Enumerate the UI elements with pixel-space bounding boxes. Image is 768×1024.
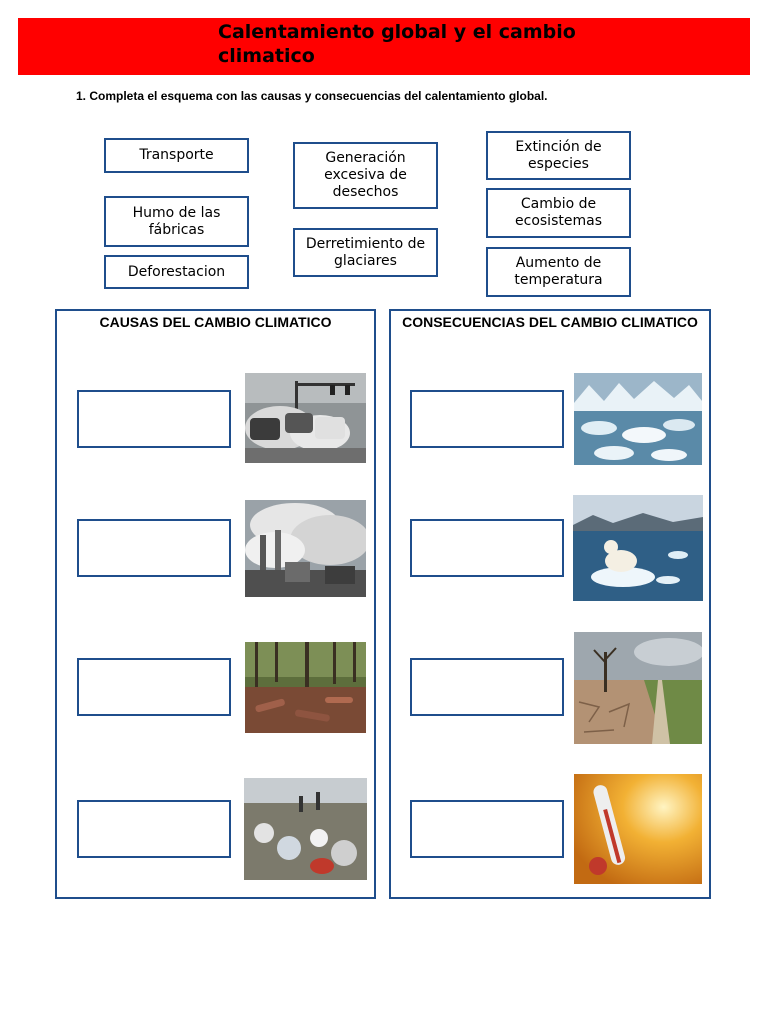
word-label: Deforestacion: [127, 263, 226, 280]
word-label: ecosistemas: [515, 213, 602, 229]
word-label: Humo de las: [132, 204, 221, 221]
word-extincion-especies[interactable]: Extinción de especies: [486, 131, 631, 180]
word-label: Cambio de: [520, 196, 597, 212]
title-banner: Calentamiento global y el cambio climati…: [18, 18, 750, 75]
word-cambio-ecosistemas[interactable]: Cambio de ecosistemas: [486, 188, 631, 238]
word-label: temperatura: [514, 272, 603, 288]
consequence-answer-box-1[interactable]: [410, 390, 564, 448]
melting-ice-photo: [574, 373, 702, 465]
word-label: fábricas: [148, 221, 205, 238]
word-label: desechos: [332, 184, 399, 200]
cause-answer-box-2[interactable]: [77, 519, 231, 577]
word-label: glaciares: [334, 252, 397, 269]
page-title-line1: Calentamiento global y el cambio: [218, 21, 576, 43]
word-label: Extinción de: [515, 138, 602, 155]
word-humo-fabricas[interactable]: Humo de las fábricas: [104, 196, 249, 247]
factory-smoke-photo: [245, 500, 366, 597]
consequences-heading: CONSECUENCIAS DEL CAMBIO CLIMATICO: [402, 314, 698, 330]
page-title-line2: climatico: [218, 45, 315, 67]
word-label: Generación: [325, 150, 406, 166]
traffic-exhaust-photo: [245, 373, 366, 463]
word-deforestacion[interactable]: Deforestacion: [104, 255, 249, 289]
deforestation-photo: [245, 642, 366, 733]
polar-bear-photo: [573, 495, 703, 601]
word-label: especies: [528, 155, 589, 172]
consequence-answer-box-3[interactable]: [410, 658, 564, 716]
word-label: Transporte: [139, 147, 214, 163]
cause-answer-box-3[interactable]: [77, 658, 231, 716]
cause-answer-box-4[interactable]: [77, 800, 231, 858]
thermometer-heat-photo: [574, 774, 702, 884]
consequence-answer-box-4[interactable]: [410, 800, 564, 858]
causes-heading: CAUSAS DEL CAMBIO CLIMATICO: [99, 314, 332, 330]
drought-photo: [574, 632, 702, 744]
garbage-photo: [244, 778, 367, 880]
word-aumento-temperatura[interactable]: Aumento de temperatura: [486, 247, 631, 297]
word-generacion-desechos[interactable]: Generación excesiva de desechos: [293, 142, 438, 209]
page-title: Calentamiento global y el cambio climati…: [218, 20, 688, 68]
cause-answer-box-1[interactable]: [77, 390, 231, 448]
word-label: excesiva de: [324, 167, 407, 183]
instruction-text: 1. Completa el esquema con las causas y …: [76, 89, 548, 103]
consequence-answer-box-2[interactable]: [410, 519, 564, 577]
word-transporte[interactable]: Transporte: [104, 138, 249, 173]
word-label: Aumento de: [515, 255, 602, 271]
word-derretimiento-glaciares[interactable]: Derretimiento de glaciares: [293, 228, 438, 277]
word-label: Derretimiento de: [305, 235, 426, 252]
